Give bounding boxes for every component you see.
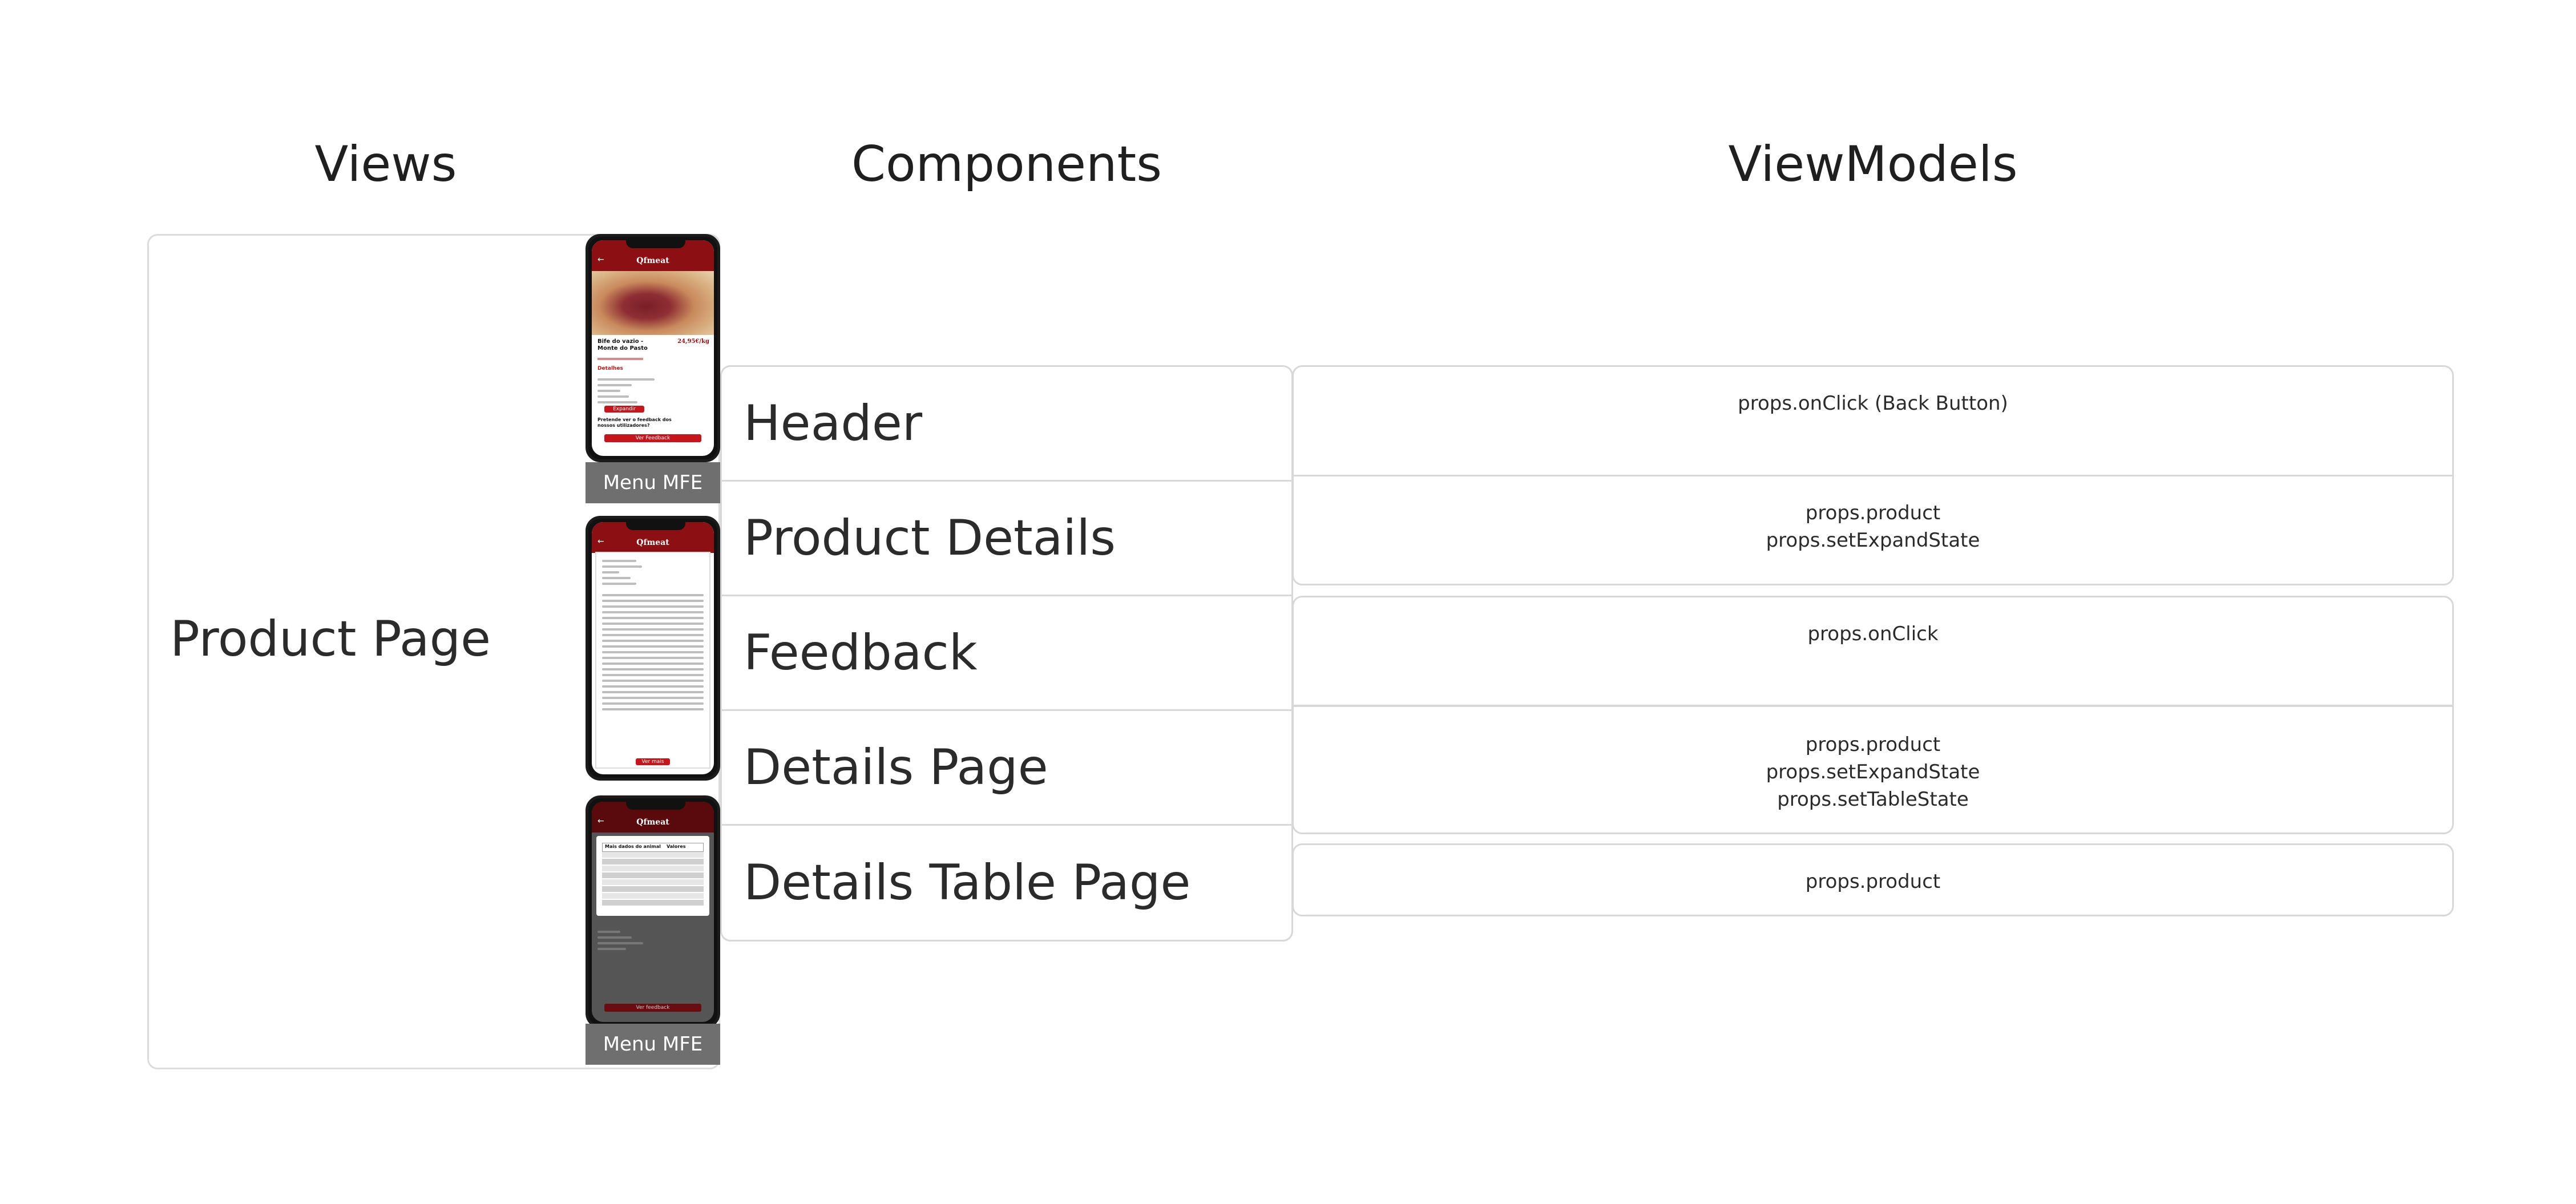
location-line xyxy=(597,358,643,360)
phone-screenshot-product: ← Qfmeat Bife do vazio - Monte do Pasto 2… xyxy=(586,234,720,462)
details-modal: Ver mais xyxy=(596,553,709,767)
viewmodel-details-page: props.product props.setExpandState props… xyxy=(1292,705,2454,834)
phone-screenshot-table: ← Qfmeat Mais dados do animal Valores Ver… xyxy=(586,795,720,1028)
details-heading: Detalhes xyxy=(597,366,623,371)
views-heading: Views xyxy=(314,136,457,193)
viewmodel-prop: props.onClick xyxy=(1807,623,1939,645)
viewmodel-prop: props.product xyxy=(1805,502,1941,524)
back-arrow-icon: ← xyxy=(597,817,604,826)
component-label: Header xyxy=(744,395,923,452)
viewmodels-heading: ViewModels xyxy=(1728,136,2018,193)
components-heading: Components xyxy=(851,136,1162,193)
product-price: 24,95€/kg xyxy=(677,338,709,345)
table-header-name: Mais dados do animal xyxy=(605,844,661,849)
feedback-question: Pretende ver o feedback dos nossos utili… xyxy=(597,417,672,428)
viewmodel-prop: props.product xyxy=(1805,870,1941,893)
component-header: Header xyxy=(720,365,1293,482)
viewmodel-prop: props.setTableState xyxy=(1777,788,1969,811)
viewmodel-product-details: props.product props.setExpandState xyxy=(1292,475,2454,585)
component-label: Product Details xyxy=(744,510,1116,567)
component-feedback: Feedback xyxy=(720,595,1293,711)
brand-title: Qfmeat xyxy=(636,818,669,827)
menu-mfe-tag-1: Menu MFE xyxy=(586,462,720,503)
component-product-details: Product Details xyxy=(720,480,1293,596)
menu-mfe-tag-2: Menu MFE xyxy=(586,1024,720,1065)
component-label: Details Page xyxy=(744,739,1048,796)
component-details-page: Details Page xyxy=(720,709,1293,826)
back-arrow-icon: ← xyxy=(597,255,604,264)
viewmodel-prop: props.onClick (Back Button) xyxy=(1738,392,2008,415)
product-page-label: Product Page xyxy=(170,611,491,668)
viewmodel-prop: props.setExpandState xyxy=(1766,529,1980,552)
feedback-button[interactable]: Ver Feedback xyxy=(604,434,701,442)
component-label: Details Table Page xyxy=(744,854,1191,911)
brand-title: Qfmeat xyxy=(636,256,669,265)
component-label: Feedback xyxy=(744,624,978,681)
viewmodel-prop: props.product xyxy=(1805,733,1941,756)
product-image xyxy=(592,271,714,335)
product-title: Bife do vazio - Monte do Pasto xyxy=(597,338,648,351)
viewmodel-details-table-page: props.product xyxy=(1292,843,2454,916)
feedback-button-dim[interactable]: Ver feedback xyxy=(604,1004,701,1012)
viewmodel-feedback: props.onClick xyxy=(1292,596,2454,706)
viewmodel-header: props.onClick (Back Button) xyxy=(1292,365,2454,477)
component-details-table-page: Details Table Page xyxy=(720,824,1293,942)
data-table-modal: Mais dados do animal Valores xyxy=(596,836,709,916)
table-header-values: Valores xyxy=(667,844,686,849)
expand-button[interactable]: Expandir xyxy=(604,406,644,413)
phone-screenshot-details: ← Qfmeat Ver mais xyxy=(586,516,720,781)
brand-title: Qfmeat xyxy=(636,538,669,547)
back-arrow-icon: ← xyxy=(597,537,604,546)
see-more-button[interactable]: Ver mais xyxy=(636,758,670,765)
viewmodel-prop: props.setExpandState xyxy=(1766,761,1980,783)
